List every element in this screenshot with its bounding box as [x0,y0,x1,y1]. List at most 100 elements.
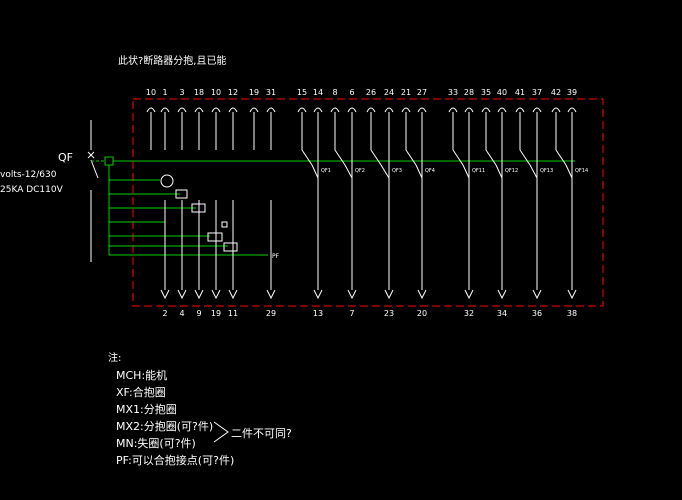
contact-label: QF13 [540,168,553,174]
tag-pf: PF [272,253,280,260]
terminal-bottom-arrow [313,289,323,300]
terminal-top-label: 21 [401,88,411,97]
terminal-top-label: 19 [249,88,259,97]
terminal-top-hook [567,107,577,113]
breaker-symbol [87,120,99,262]
terminal-top-label: 31 [266,88,276,97]
contact-blade [370,149,382,166]
note-item-6: PF:可以合抱接点(可?件) [116,453,234,467]
terminal-bottom-label: 9 [196,309,201,318]
terminal-top-hook [160,107,170,113]
terminal-bottom-arrow [211,289,221,300]
terminal-top-label: 28 [464,88,474,97]
terminal-bottom-arrow [567,289,577,300]
terminal-top-hook [330,107,340,113]
terminal-top-hook [481,107,491,113]
terminal-top-hook [448,107,458,113]
terminal-top-hook [401,107,411,113]
contact-label: QF14 [575,168,588,174]
terminal-bottom-label: 34 [497,309,507,318]
diagram-title: 此状?断路器分抱,且已能 [118,54,227,67]
note-item-2: XF:合抱圈 [116,385,166,399]
terminal-bottom-arrow [347,289,357,300]
breaker-label: QF [58,151,73,164]
terminal-top-label: 42 [551,88,561,97]
terminal-bottom-label: 11 [228,309,238,318]
terminal-bottom-label: 4 [179,309,184,318]
terminal-top-hook [384,107,394,113]
breaker-spec-1: volts-12/630 [0,170,57,180]
terminal-top-hook [177,107,187,113]
terminal-bottom-arrow [417,289,427,300]
terminal-top-label: 41 [515,88,525,97]
cabinet-frame [132,98,604,307]
note-item-4: MX2:分抱圈(可?件) [116,419,213,433]
terminal-top-label: 35 [481,88,491,97]
terminal-top-hook [551,107,561,113]
notes-brace-text: 二件不可同? [231,427,292,440]
terminal-top-label: 12 [228,88,238,97]
terminal-top-hook [515,107,525,113]
coil-box-mx2 [207,232,223,242]
terminal-top-hook [249,107,259,113]
contact-blade [519,149,531,166]
terminal-top-label: 3 [179,88,184,97]
terminal-top-label: 24 [384,88,394,97]
contact-label: QF11 [472,168,485,174]
terminal-top-hook [464,107,474,113]
terminal-top-hook [297,107,307,113]
contact-bridge [311,164,319,179]
terminal-bottom-label: 20 [417,309,427,318]
coil-box-mn [223,242,238,252]
contact-bridge [462,164,470,179]
terminal-top-label: 10 [146,88,156,97]
contact-label: QF2 [355,168,365,174]
terminal-top-hook [417,107,427,113]
terminal-top-label: 27 [417,88,427,97]
terminal-top-hook [497,107,507,113]
breaker-aux-box [104,156,114,166]
coil-box-pf [221,221,228,228]
terminal-bottom-arrow [532,289,542,300]
contact-blade [334,149,346,166]
terminal-top-label: 40 [497,88,507,97]
terminal-top-label: 15 [297,88,307,97]
terminal-top-label: 37 [532,88,542,97]
terminal-top-hook [347,107,357,113]
terminal-top-label: 26 [366,88,376,97]
terminal-bottom-label: 7 [349,309,354,318]
terminal-bottom-arrow [464,289,474,300]
note-item-5: MN:失圈(可?件) [116,437,196,450]
note-item-1: MCH:能机 [116,368,167,382]
contact-bridge [565,164,573,179]
note-item-3: MX1:分抱圈 [116,402,177,416]
terminal-top-label: 39 [567,88,577,97]
terminal-top-hook [194,107,204,113]
contact-bridge [380,164,390,179]
terminal-bottom-label: 13 [313,309,323,318]
terminal-top-label: 8 [332,88,337,97]
breaker-spec-2: 25KA DC110V [0,185,64,195]
terminal-top-hook [266,107,276,113]
terminal-top-hook [211,107,221,113]
contact-blade [555,149,567,166]
contact-blade [405,149,417,166]
terminal-top-label: 14 [313,88,323,97]
terminal-bottom-label: 38 [567,309,577,318]
terminal-top-hook [532,107,542,113]
green-wiring [108,160,575,256]
terminal-bottom-label: 23 [384,309,394,318]
terminal-bottom-arrow [384,289,394,300]
terminal-top-hook [146,107,156,113]
terminal-bottom-arrow [160,289,170,300]
contact-blade [485,149,497,166]
terminal-top-hook [313,107,323,113]
contact-label: QF3 [392,168,402,174]
contact-blade [301,149,313,166]
contact-bridge [529,164,538,179]
contact-bridge [415,164,423,179]
terminal-top-label: 6 [349,88,354,97]
motor-coil [160,174,174,188]
coil-box-mx1 [191,203,206,213]
